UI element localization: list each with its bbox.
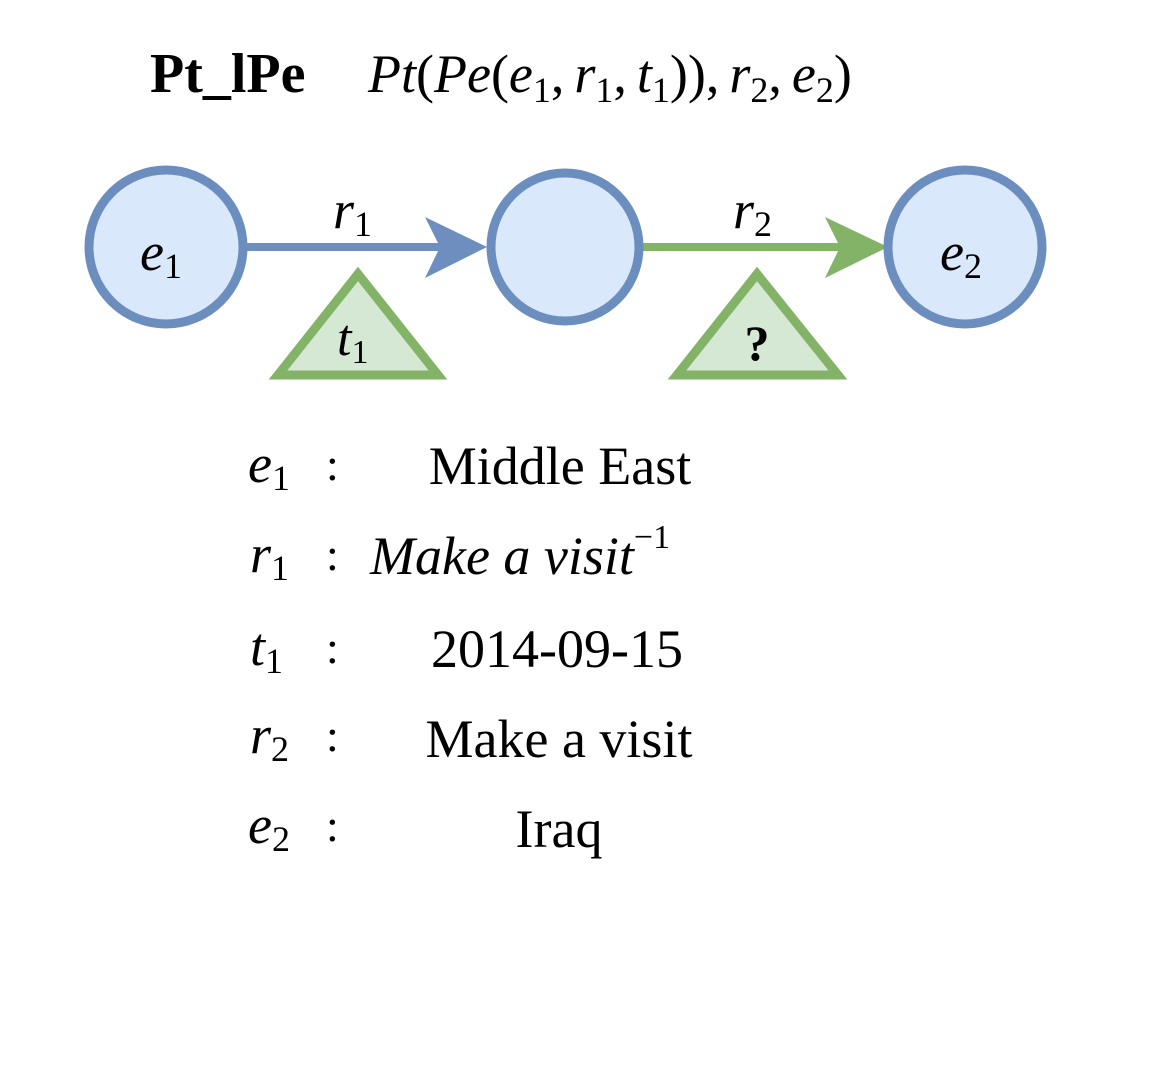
edge-r1-arrowhead <box>425 217 487 278</box>
legend-key: t1 <box>250 617 283 681</box>
legend-row-e1: e1 : Middle East <box>248 434 691 498</box>
node-e1: e1 <box>84 165 248 329</box>
legend-value: 2014-09-15 <box>431 619 683 679</box>
legend-value: Middle East <box>429 436 691 496</box>
node-e1-circle <box>84 165 248 329</box>
legend-separator: : <box>326 710 339 761</box>
legend-row-e2: e2 : Iraq <box>248 795 602 859</box>
query-formula-text: Pt(Pe(e1,r1,t1)),r2,e2) <box>367 44 852 110</box>
legend-key: e2 <box>248 795 290 859</box>
legend-separator: : <box>326 622 339 673</box>
legend: e1 : Middle East r1 : Make a visit−1 t1 … <box>248 434 692 859</box>
node-e1-label: e1 <box>140 222 182 286</box>
legend-row-t1: t1 : 2014-09-15 <box>250 617 683 681</box>
legend-key: r1 <box>250 524 289 588</box>
legend-separator: : <box>326 800 339 851</box>
legend-key: r2 <box>250 705 289 769</box>
legend-row-r2: r2 : Make a visit <box>250 705 692 769</box>
query-type-name: Pt_lPe <box>150 43 305 105</box>
edge-r2-arrowhead <box>825 217 888 278</box>
legend-separator: : <box>326 529 339 580</box>
node-e2: e2 <box>883 165 1047 329</box>
node-middle <box>486 168 644 326</box>
timestamp-unknown-triangle <box>667 266 848 380</box>
timestamp-unknown-label: ? <box>745 315 770 371</box>
timestamp-t1: t1 <box>268 266 448 380</box>
legend-value: Make a visit <box>426 709 693 769</box>
timestamp-t1-triangle <box>268 266 448 380</box>
legend-value-italic: Make a visit−1 <box>369 519 670 586</box>
edge-r2: r2 <box>642 180 888 278</box>
edge-r1-label: r1 <box>333 180 372 244</box>
legend-row-r1: r1 : Make a visit−1 <box>250 519 670 588</box>
timestamp-unknown: ? <box>667 266 848 380</box>
node-e2-label: e2 <box>940 222 982 286</box>
edge-r2-label: r2 <box>733 180 772 244</box>
legend-key: e1 <box>248 434 290 498</box>
node-e2-circle <box>883 165 1047 329</box>
query-formula: Pt(Pe(e1,r1,t1)),r2,e2) <box>367 44 852 110</box>
node-middle-circle <box>486 168 644 326</box>
edge-r1: r1 <box>245 180 487 278</box>
timestamp-t1-label: t1 <box>337 310 368 371</box>
legend-value: Iraq <box>516 799 603 859</box>
legend-separator: : <box>326 439 339 490</box>
